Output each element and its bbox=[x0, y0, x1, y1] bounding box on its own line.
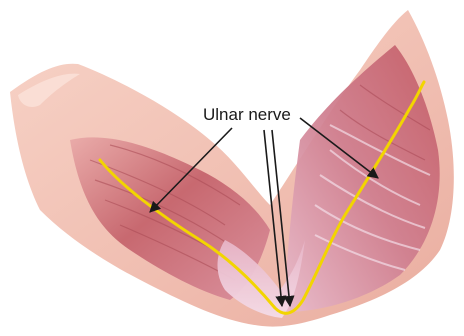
ulnar-nerve-label: Ulnar nerve bbox=[203, 105, 291, 124]
